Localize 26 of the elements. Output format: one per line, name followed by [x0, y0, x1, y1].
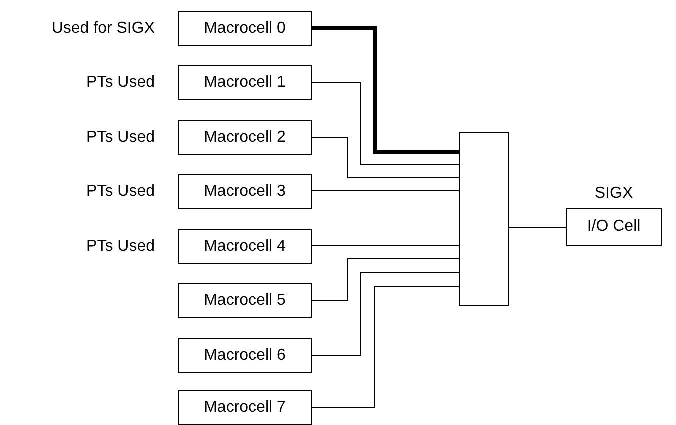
macrocell-box [178, 283, 312, 318]
box-label: I/O Cell [587, 218, 641, 236]
mux-box [459, 132, 509, 306]
box-label: Macrocell 7 [204, 398, 286, 416]
connector-line [312, 26, 459, 154]
box-label: Macrocell 6 [204, 346, 286, 364]
box-label: Macrocell 3 [204, 182, 286, 200]
connector-line [312, 82, 460, 166]
connector-line [312, 137, 460, 178]
connector-line [312, 258, 460, 301]
box-label: Macrocell 5 [204, 292, 286, 310]
usage-note: PTs Used [86, 128, 155, 146]
macrocell-box [178, 338, 312, 373]
connector-line [312, 286, 460, 408]
box-label: Macrocell 4 [204, 238, 286, 256]
box-label: Macrocell 1 [204, 74, 286, 92]
connector-line [312, 272, 460, 356]
usage-note: PTs Used [86, 182, 155, 200]
usage-note: PTs Used [86, 74, 155, 92]
usage-note: PTs Used [86, 238, 155, 256]
connector-line [312, 190, 460, 192]
usage-note: Used for SIGX [52, 20, 155, 38]
box-label: Macrocell 0 [204, 20, 286, 38]
signal-name: SIGX [594, 185, 634, 203]
macrocell-box [178, 390, 312, 425]
box-label: Macrocell 2 [204, 128, 286, 146]
